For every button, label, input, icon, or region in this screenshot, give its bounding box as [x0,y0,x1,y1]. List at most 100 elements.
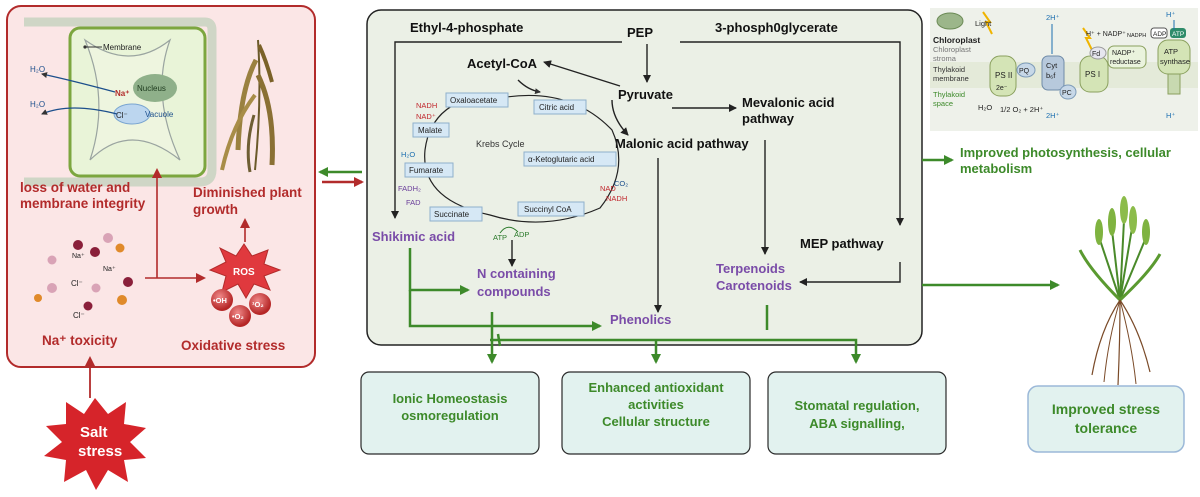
light-bolt-icon-1 [982,11,993,35]
tolerance-label-2: tolerance [1075,420,1137,436]
chloroplast-etc-illustration: Light Chloroplast Chloroplast stroma Thy… [930,8,1198,131]
salt-stress-panel: Membrane Nucleus Vacuole Na⁺ Cl⁻ H₂O H₂O… [6,5,316,368]
vacuole-shape [113,103,151,125]
mevalonic-label-2: pathway [742,111,795,126]
pg3-label: 3-phosph0glycerate [715,20,838,35]
h-top-label: H⁺ [1166,10,1175,19]
ps1-label: PS I [1085,70,1100,79]
stomatal-label-1: Stomatal regulation, [795,398,920,413]
water-efflux-arrow-2 [41,107,118,115]
antioxidant-label-1: Enhanced antioxidant [588,380,724,395]
stress-label: stress [78,443,122,460]
singlet-o2-label: ¹O₂ [252,300,264,309]
o2-radical-label: •O₂ [232,312,244,321]
atp-synthase-label-1: ATP [1164,47,1178,56]
aketo-label: α-Ketoglutaric acid [528,155,594,164]
adp-label: ADP [514,230,529,239]
pathway-green-flows [408,248,769,331]
antioxidant-label-2: activities [628,397,684,412]
outcome-connectors [487,312,861,364]
ros-label: ROS [233,267,255,278]
ethyl-label: Ethyl-4-phosphate [410,20,523,35]
outcome-tolerance: Improved stress tolerance [1027,385,1185,453]
aketo-box [523,151,617,167]
nucleus-shape [133,74,177,102]
light-bolt-icon-2 [1082,27,1093,51]
succinate-label: Succinate [434,210,470,219]
n-compounds-label-1: N containing [477,266,556,281]
malate-label: Malate [418,126,443,135]
diminished-growth-label-2: growth [193,202,238,217]
stomatal-box [767,371,947,455]
atp-badge-label: ATP [1172,31,1184,38]
outcome-antioxidant: Enhanced antioxidant activities Cellular… [561,371,751,455]
krebs-cycle-loop [424,94,620,223]
salt-label: Salt [80,424,108,441]
plasmolysed-protoplast [83,38,181,161]
atp-synthase-stalk [1167,73,1181,95]
cell-cl-label: Cl⁻ [116,111,128,120]
shikimic-label: Shikimic acid [372,229,455,244]
two-h-top-label: 2H⁺ [1046,13,1060,22]
malonic-label: Malonic acid pathway [615,136,749,151]
krebs-h2o-label: H₂O [401,150,415,159]
nadh-label: NADH [416,101,437,110]
ion-na-2: Na⁺ [103,266,116,273]
nucleus-label: Nucleus [137,84,166,93]
nadp-reductase-label-1: NADP⁺ [1112,50,1135,57]
ionic-box [360,371,540,455]
oh-radical-icon [211,289,233,311]
thylakoid-membrane-label-2: membrane [933,74,969,83]
tolerance-label-1: Improved stress [1052,401,1160,417]
cell-na-label: Na⁺ [115,89,129,98]
nad2-label: NAD [600,184,616,193]
membrane-label: Membrane [103,43,142,52]
vacuole-label: Vacuole [145,110,174,119]
citric-box [533,99,587,115]
ion-cluster [34,233,133,311]
stroma-label-1: Chloroplast [933,45,972,54]
superoxide-radical-icon [229,305,251,327]
atp-label: ATP [493,233,507,242]
fd-label: Fd [1092,51,1100,58]
h-nadp-label: H⁺ + NADP⁺ [1086,31,1126,38]
phenolics-label: Phenolics [610,312,671,327]
stroma-label-2: stroma [933,54,957,63]
thylakoid-space-label-2: space [933,99,953,108]
singlet-oxygen-icon [249,293,271,315]
terpenoids-label: Terpenoids [716,261,785,276]
nadp-reductase-label-2: reductase [1110,59,1141,66]
pc-shape [1059,84,1077,100]
atp-synthase-label-2: synthase [1160,57,1190,66]
fumarate-box [404,162,454,178]
n-compounds-label-2: compounds [477,284,551,299]
thylakoid-space-label-1: Thylakoid [933,90,965,99]
antioxidant-label-3: Cellular structure [602,414,710,429]
pq-shape [1016,62,1036,78]
succinyl-box [517,201,585,217]
pep-label: PEP [627,25,653,40]
antioxidant-box [561,371,751,455]
acetyl-coa-label: Acetyl-CoA [467,56,538,71]
krebs-cycle: Krebs Cycle Oxaloacetate Citric acid α-K… [398,92,628,242]
thylakoid-membrane-label-1: Thylakoid [933,65,965,74]
ps2-complex [989,55,1017,97]
cyt-label-1: Cyt [1046,61,1058,70]
h2o-label-2: H₂O [30,100,45,109]
h2o-label-1: H₂O [30,65,45,74]
pathway-arrows [391,41,904,313]
cytb6f-complex [1041,55,1065,91]
fad-label: FAD [406,198,421,207]
light-label: Light [975,19,992,28]
half-o2-label: 1/2 O₂ + 2H⁺ [1000,105,1043,114]
h-bottom-label: H⁺ [1166,111,1175,120]
nad-label: NAD⁺ [416,112,436,121]
mevalonic-label-1: Mevalonic acid [742,95,835,110]
membrane-integrity-label: membrane integrity [20,196,146,211]
ionic-label-1: Ionic Homeostasis [393,391,508,406]
ps2-label: PS II [995,71,1012,80]
wilted-plant-illustration [220,39,275,173]
photosynthesis-label-1: Improved photosynthesis, cellular [960,145,1171,160]
oxaloacetate-label: Oxaloacetate [450,96,498,105]
chloroplast-h2o-label: H₂O [978,103,992,112]
